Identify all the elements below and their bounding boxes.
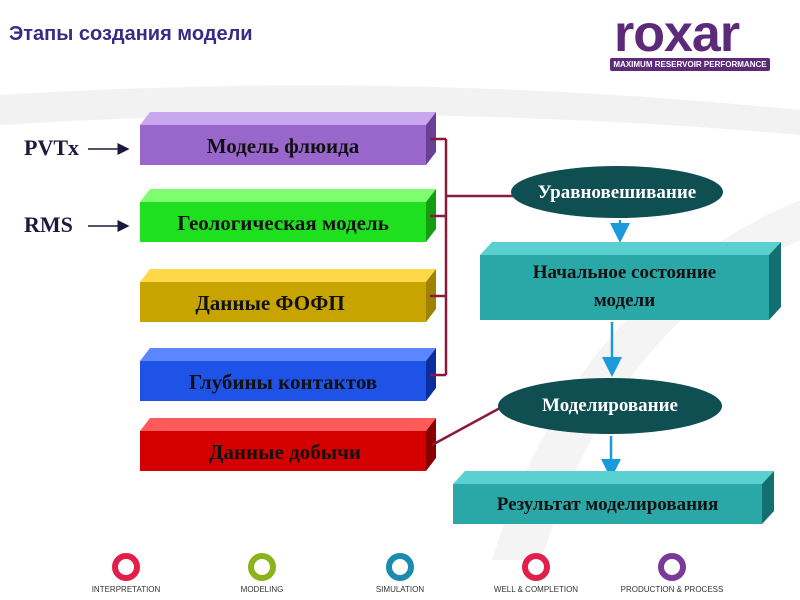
fluid-model-box bbox=[140, 112, 436, 165]
contacts-label: Глубины контактов bbox=[188, 370, 378, 394]
footer-label-well-completion: WELL & COMPLETION bbox=[493, 585, 579, 594]
footer-label-modeling: MODELING bbox=[240, 585, 284, 594]
initial-state-box bbox=[480, 242, 781, 320]
production-process-icon bbox=[658, 553, 686, 581]
interpretation-icon bbox=[112, 553, 140, 581]
production-connector bbox=[431, 406, 501, 447]
bracket-connector bbox=[430, 137, 515, 377]
modeling-label: Моделирование bbox=[542, 395, 678, 416]
production-box bbox=[140, 418, 436, 471]
logo-tagline: MAXIMUM RESERVOIR PERFORMANCE bbox=[610, 58, 770, 71]
equilibration-label: Уравновешивание bbox=[537, 182, 697, 203]
result-label: Результат моделирования bbox=[496, 494, 719, 515]
footer-label-simulation: SIMULATION bbox=[375, 585, 425, 594]
roxar-logo: roxar bbox=[614, 5, 740, 63]
footer-label-production-process: PRODUCTION & PROCESS bbox=[620, 585, 724, 594]
footer-label-interpretation: INTERPRETATION bbox=[91, 585, 161, 594]
equilibration-ellipse bbox=[511, 166, 723, 218]
modeling-ellipse bbox=[498, 378, 722, 434]
fofp-box bbox=[140, 269, 436, 322]
fluid-model-label: Модель флюида bbox=[206, 134, 360, 158]
page-title: Этапы создания модели bbox=[9, 23, 253, 45]
fofp-label: Данные ФОФП bbox=[195, 291, 345, 315]
pvtx-label: PVTx bbox=[24, 135, 79, 160]
initial-state-label-line2: модели bbox=[593, 290, 656, 311]
result-box bbox=[453, 471, 774, 524]
initial-state-label-line1: Начальное состояние bbox=[532, 262, 717, 283]
production-label: Данные добычи bbox=[208, 440, 362, 464]
well-completion-icon bbox=[522, 553, 550, 581]
modeling-icon bbox=[248, 553, 276, 581]
footer-icons bbox=[112, 553, 686, 581]
simulation-icon bbox=[386, 553, 414, 581]
rms-label: RMS bbox=[24, 212, 73, 237]
geo-model-box bbox=[140, 189, 436, 242]
geo-model-label: Геологическая модель bbox=[177, 211, 389, 235]
